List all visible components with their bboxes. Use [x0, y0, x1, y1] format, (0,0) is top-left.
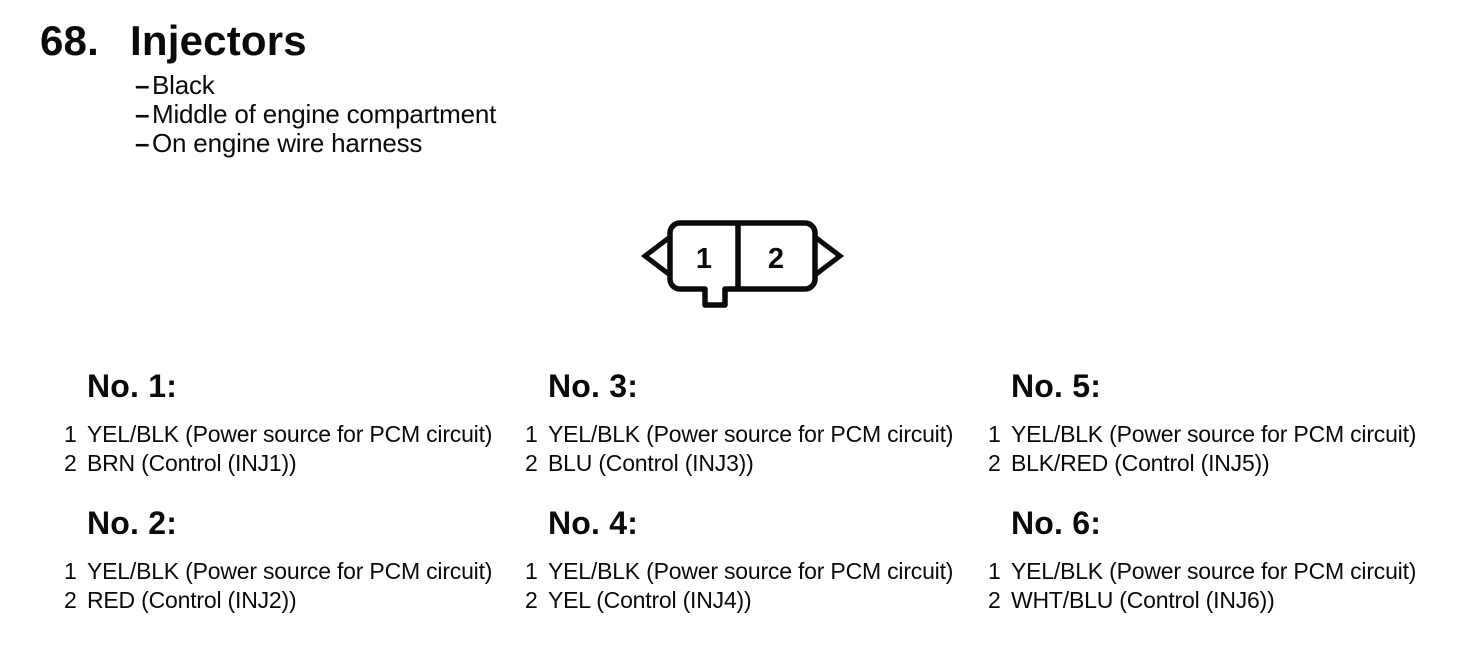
- section-number: 68.: [40, 17, 99, 64]
- pin-description: YEL (Control (INJ4)): [548, 587, 752, 613]
- note-text: Black: [152, 70, 215, 100]
- pin-row: 1 YEL/BLK (Power source for PCM circuit): [988, 420, 1448, 449]
- pin-number: 1: [64, 558, 77, 584]
- note-item: – On engine wire harness: [135, 129, 496, 158]
- pin-description: YEL/BLK (Power source for PCM circuit): [548, 558, 954, 584]
- injector-section-title: No. 2:: [87, 505, 178, 541]
- note-item: – Middle of engine compartment: [135, 100, 496, 129]
- pin-description: YEL/BLK (Power source for PCM circuit): [1011, 421, 1417, 447]
- injector-section-title: No. 4:: [548, 505, 639, 541]
- pin-number: 1: [988, 558, 1001, 584]
- pin-description: BRN (Control (INJ1)): [87, 450, 297, 476]
- injector-section-6: No. 6: 1 YEL/BLK (Power source for PCM c…: [988, 507, 1448, 615]
- connector-svg: 1 2: [640, 220, 845, 308]
- note-text: Middle of engine compartment: [152, 99, 497, 129]
- connector-pin-2-label: 2: [768, 243, 784, 275]
- pin-row: 1 YEL/BLK (Power source for PCM circuit): [988, 557, 1448, 586]
- pin-row: 2 BRN (Control (INJ1)): [64, 449, 524, 478]
- note-text: On engine wire harness: [152, 128, 423, 158]
- pin-row: 2 BLK/RED (Control (INJ5)): [988, 449, 1448, 478]
- pin-row: 1 YEL/BLK (Power source for PCM circuit): [64, 420, 524, 449]
- pin-description: BLK/RED (Control (INJ5)): [1011, 450, 1270, 476]
- pin-row: 1 YEL/BLK (Power source for PCM circuit): [525, 420, 985, 449]
- location-notes: – Black – Middle of engine compartment –…: [135, 71, 496, 158]
- pin-number: 2: [988, 450, 1001, 476]
- pin-number: 1: [525, 421, 538, 447]
- pin-description: RED (Control (INJ2)): [87, 587, 297, 613]
- pin-number: 2: [988, 587, 1001, 613]
- pin-row: 1 YEL/BLK (Power source for PCM circuit): [525, 557, 985, 586]
- injector-section-1: No. 1: 1 YEL/BLK (Power source for PCM c…: [64, 370, 524, 478]
- dash-marker: –: [135, 128, 150, 158]
- injector-section-title: No. 3:: [548, 368, 639, 404]
- pin-row: 2 RED (Control (INJ2)): [64, 586, 524, 615]
- connector-diagram: 1 2: [634, 212, 850, 314]
- connector-body-with-tab: [667, 220, 818, 308]
- connector-pin-1-label: 1: [696, 243, 712, 275]
- connector-left-wing: [640, 231, 673, 281]
- pin-number: 1: [988, 421, 1001, 447]
- pin-number: 2: [525, 450, 538, 476]
- pin-description: BLU (Control (INJ3)): [548, 450, 754, 476]
- injector-section-title: No. 1:: [87, 368, 178, 404]
- pin-number: 2: [64, 587, 77, 613]
- injector-section-title: No. 5:: [1011, 368, 1102, 404]
- dash-marker: –: [135, 70, 150, 100]
- pin-row: 2 BLU (Control (INJ3)): [525, 449, 985, 478]
- note-item: – Black: [135, 71, 496, 100]
- page-header: 68. Injectors: [40, 17, 307, 64]
- injector-section-3: No. 3: 1 YEL/BLK (Power source for PCM c…: [525, 370, 985, 478]
- pin-description: YEL/BLK (Power source for PCM circuit): [1011, 558, 1417, 584]
- pin-number: 1: [64, 421, 77, 447]
- dash-marker: –: [135, 99, 150, 129]
- pin-description: YEL/BLK (Power source for PCM circuit): [87, 558, 493, 584]
- pin-row: 2 YEL (Control (INJ4)): [525, 586, 985, 615]
- pin-number: 2: [525, 587, 538, 613]
- injector-section-4: No. 4: 1 YEL/BLK (Power source for PCM c…: [525, 507, 985, 615]
- pin-number: 2: [64, 450, 77, 476]
- pin-description: WHT/BLU (Control (INJ6)): [1011, 587, 1275, 613]
- injector-section-5: No. 5: 1 YEL/BLK (Power source for PCM c…: [988, 370, 1448, 478]
- pin-row: 1 YEL/BLK (Power source for PCM circuit): [64, 557, 524, 586]
- injector-section-2: No. 2: 1 YEL/BLK (Power source for PCM c…: [64, 507, 524, 615]
- connector-right-wing: [812, 231, 845, 281]
- pin-row: 2 WHT/BLU (Control (INJ6)): [988, 586, 1448, 615]
- pin-description: YEL/BLK (Power source for PCM circuit): [548, 421, 954, 447]
- pin-description: YEL/BLK (Power source for PCM circuit): [87, 421, 493, 447]
- injector-section-title: No. 6:: [1011, 505, 1102, 541]
- page-title: Injectors: [130, 17, 307, 64]
- pin-number: 1: [525, 558, 538, 584]
